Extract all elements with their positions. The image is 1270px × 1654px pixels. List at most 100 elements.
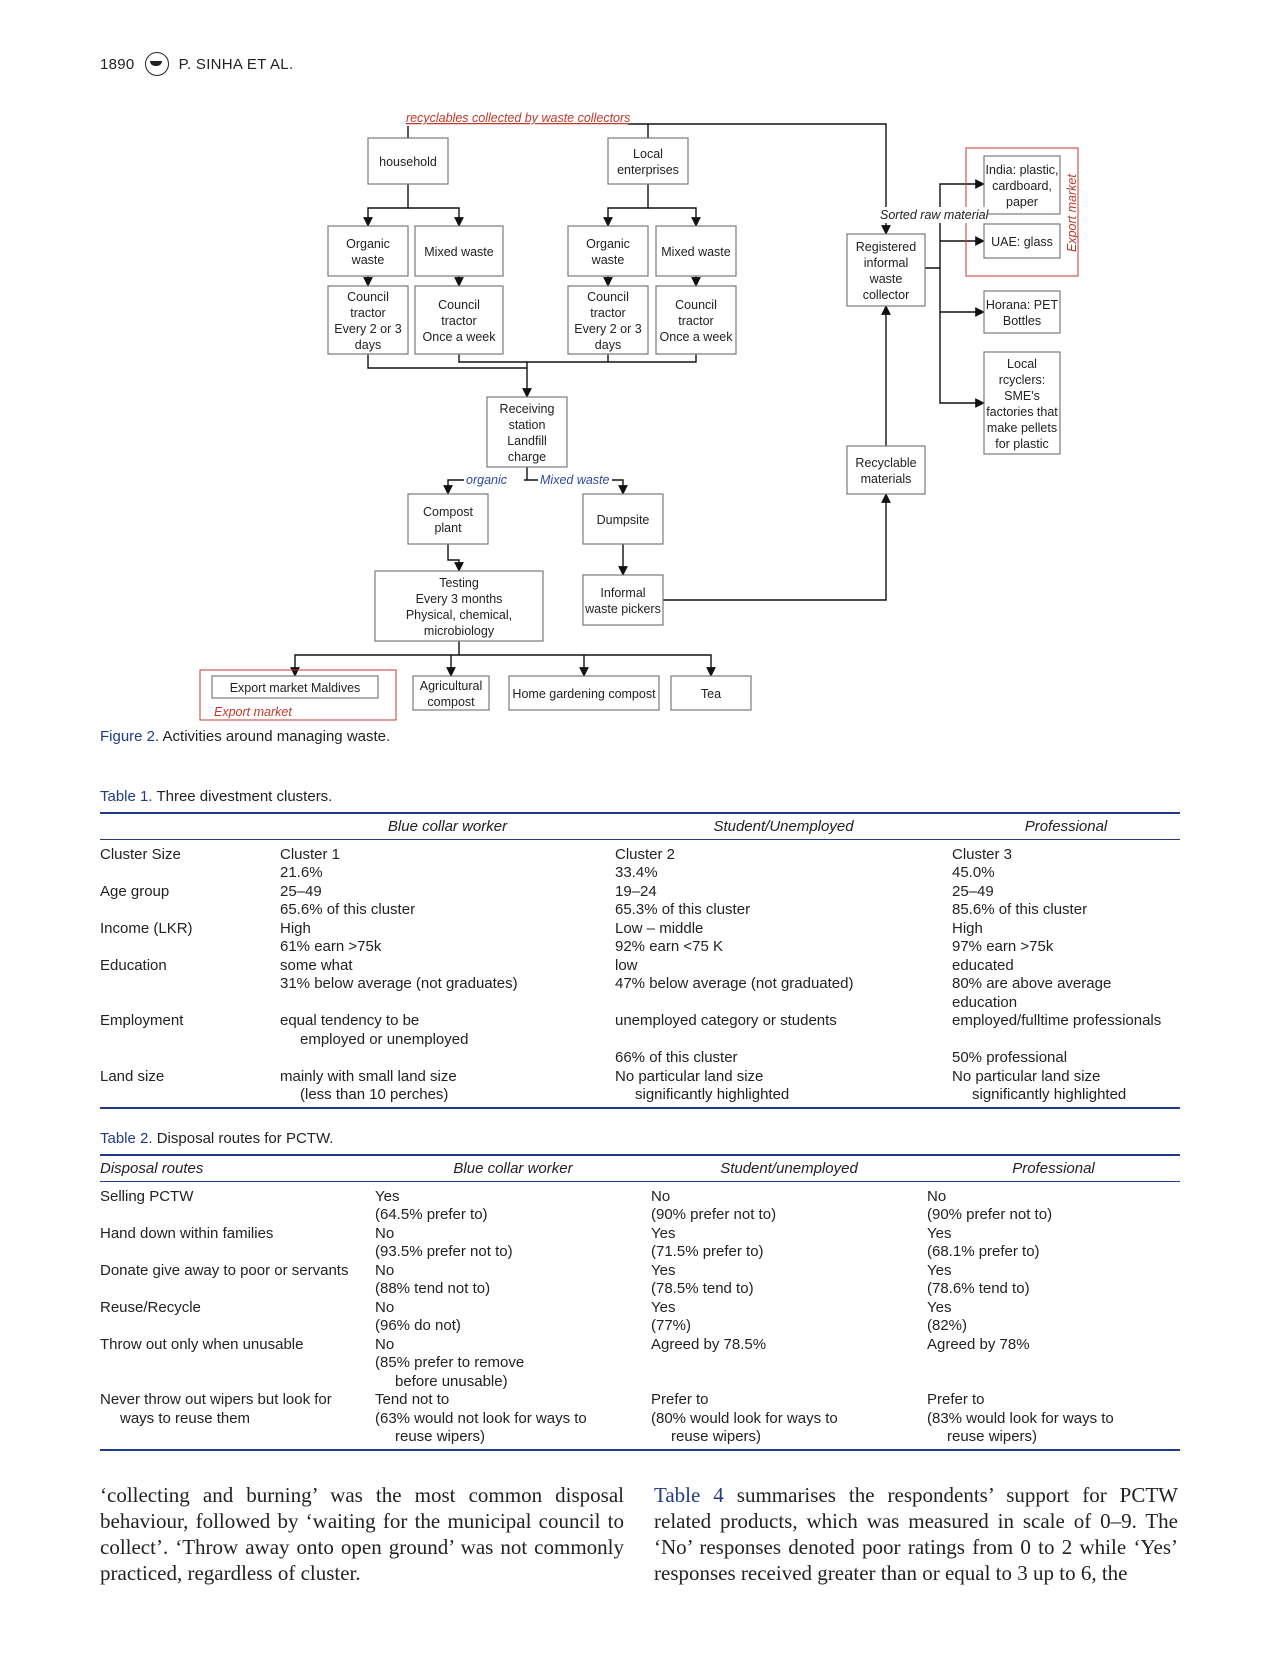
row-label: Hand down within families	[100, 1224, 274, 1242]
svg-text:informal: informal	[864, 256, 908, 270]
node-agricultural-compost: Agricultural compost	[412, 675, 490, 711]
edge-label-sorted-raw: Sorted raw material	[880, 208, 990, 222]
svg-text:Recyclable: Recyclable	[855, 456, 916, 470]
edge-label-export-market-side: Export market	[1065, 174, 1079, 252]
svg-text:Local: Local	[633, 147, 663, 161]
svg-text:make pellets: make pellets	[987, 421, 1057, 435]
header-0	[100, 812, 280, 840]
svg-text:cardboard,: cardboard,	[992, 179, 1052, 193]
row-label: Cluster Size	[100, 845, 181, 863]
svg-text:tractor: tractor	[441, 314, 476, 328]
row-label: Land size	[100, 1067, 280, 1109]
edge-pickers-recyclable	[663, 493, 891, 601]
header-1: Blue collar worker	[280, 812, 615, 840]
node-mixed-waste-2: Mixed waste	[655, 225, 737, 277]
svg-text:station: station	[509, 418, 546, 432]
table2-label: Table 2.	[100, 1130, 153, 1147]
table2-caption-text: Disposal routes for PCTW.	[156, 1130, 334, 1147]
table-cell: No(93.5% prefer not to)	[375, 1224, 513, 1261]
svg-text:Council: Council	[587, 290, 629, 304]
svg-text:Every 2 or 3: Every 2 or 3	[574, 322, 641, 336]
figure-label: Figure 2.	[100, 728, 160, 745]
figure-caption-text: Activities around managing waste.	[162, 728, 391, 745]
svg-text:Export market Maldives: Export market Maldives	[230, 681, 361, 695]
table-row: Throw out only when unusable No(85% prefe…	[100, 1336, 1180, 1392]
edge-to-india	[925, 179, 985, 269]
edge-household-mixed	[408, 207, 464, 227]
node-uae: UAE: glass	[983, 223, 1061, 259]
header-3: Professional	[927, 1154, 1180, 1182]
edge-household-organic	[363, 184, 409, 227]
svg-text:waste: waste	[869, 272, 903, 286]
export-market-frame-bottom	[199, 669, 397, 721]
table-cell: No(96% do not)	[375, 1298, 461, 1335]
svg-text:UAE: glass: UAE: glass	[991, 235, 1053, 249]
table-cell: unemployed category or students 66% of t…	[615, 1012, 837, 1066]
svg-text:Mixed waste: Mixed waste	[424, 245, 494, 259]
svg-text:Local: Local	[1007, 357, 1037, 371]
table-cell: Yes(68.1% prefer to)	[927, 1224, 1040, 1261]
header-3: Professional	[952, 812, 1180, 840]
svg-text:Once a week: Once a week	[660, 330, 734, 344]
svg-text:Home gardening compost: Home gardening compost	[512, 687, 656, 701]
row-label: Throw out only when unusable	[100, 1335, 304, 1353]
svg-text:Every 3 months: Every 3 months	[416, 592, 503, 606]
svg-text:Once a week: Once a week	[423, 330, 497, 344]
svg-text:household: household	[379, 155, 437, 169]
node-export-maldives: Export market Maldives	[211, 675, 379, 699]
running-header: 1890 P. SINHA ET AL.	[100, 52, 293, 76]
journal-logo-icon	[144, 52, 169, 76]
svg-text:Organic: Organic	[346, 237, 390, 251]
svg-text:Receiving: Receiving	[500, 402, 555, 416]
svg-text:days: days	[595, 338, 621, 352]
table-cell: Agreed by 78%	[927, 1335, 1030, 1353]
svg-text:Agricultural: Agricultural	[420, 679, 483, 693]
edge-to-horana	[939, 268, 985, 317]
table-cell: employed/fulltime professionals 50% prof…	[952, 1012, 1162, 1066]
header-2: Student/Unemployed	[615, 812, 952, 840]
svg-text:Organic: Organic	[586, 237, 630, 251]
running-authors: P. SINHA ET AL.	[178, 55, 294, 73]
table-cell: Yes(82%)	[927, 1298, 968, 1335]
waste-flow-diagram: householdLocalenterprisesOrganicwasteMix…	[199, 110, 1079, 721]
table-cell: Tend not to(63% would not look for ways …	[375, 1391, 651, 1451]
table4-link[interactable]: Table 4	[654, 1483, 724, 1507]
header-0: Disposal routes	[100, 1154, 375, 1182]
table1-caption-text: Three divestment clusters.	[156, 788, 333, 805]
edge-label-recyclables: recyclables collected by waste collector…	[406, 111, 630, 125]
svg-text:collector: collector	[863, 288, 910, 302]
edge-label-organic: organic	[466, 473, 508, 487]
svg-text:charge: charge	[508, 450, 546, 464]
svg-text:Testing: Testing	[439, 576, 479, 590]
svg-text:days: days	[355, 338, 381, 352]
svg-text:tractor: tractor	[678, 314, 713, 328]
svg-text:compost: compost	[427, 695, 475, 709]
table-cell: Yes(78.6% tend to)	[927, 1261, 1030, 1298]
svg-text:waste: waste	[591, 253, 625, 267]
body-text-left: ‘collecting and burning’ was the most co…	[100, 1483, 624, 1585]
node-organic-waste-2: Organic waste	[567, 225, 649, 277]
